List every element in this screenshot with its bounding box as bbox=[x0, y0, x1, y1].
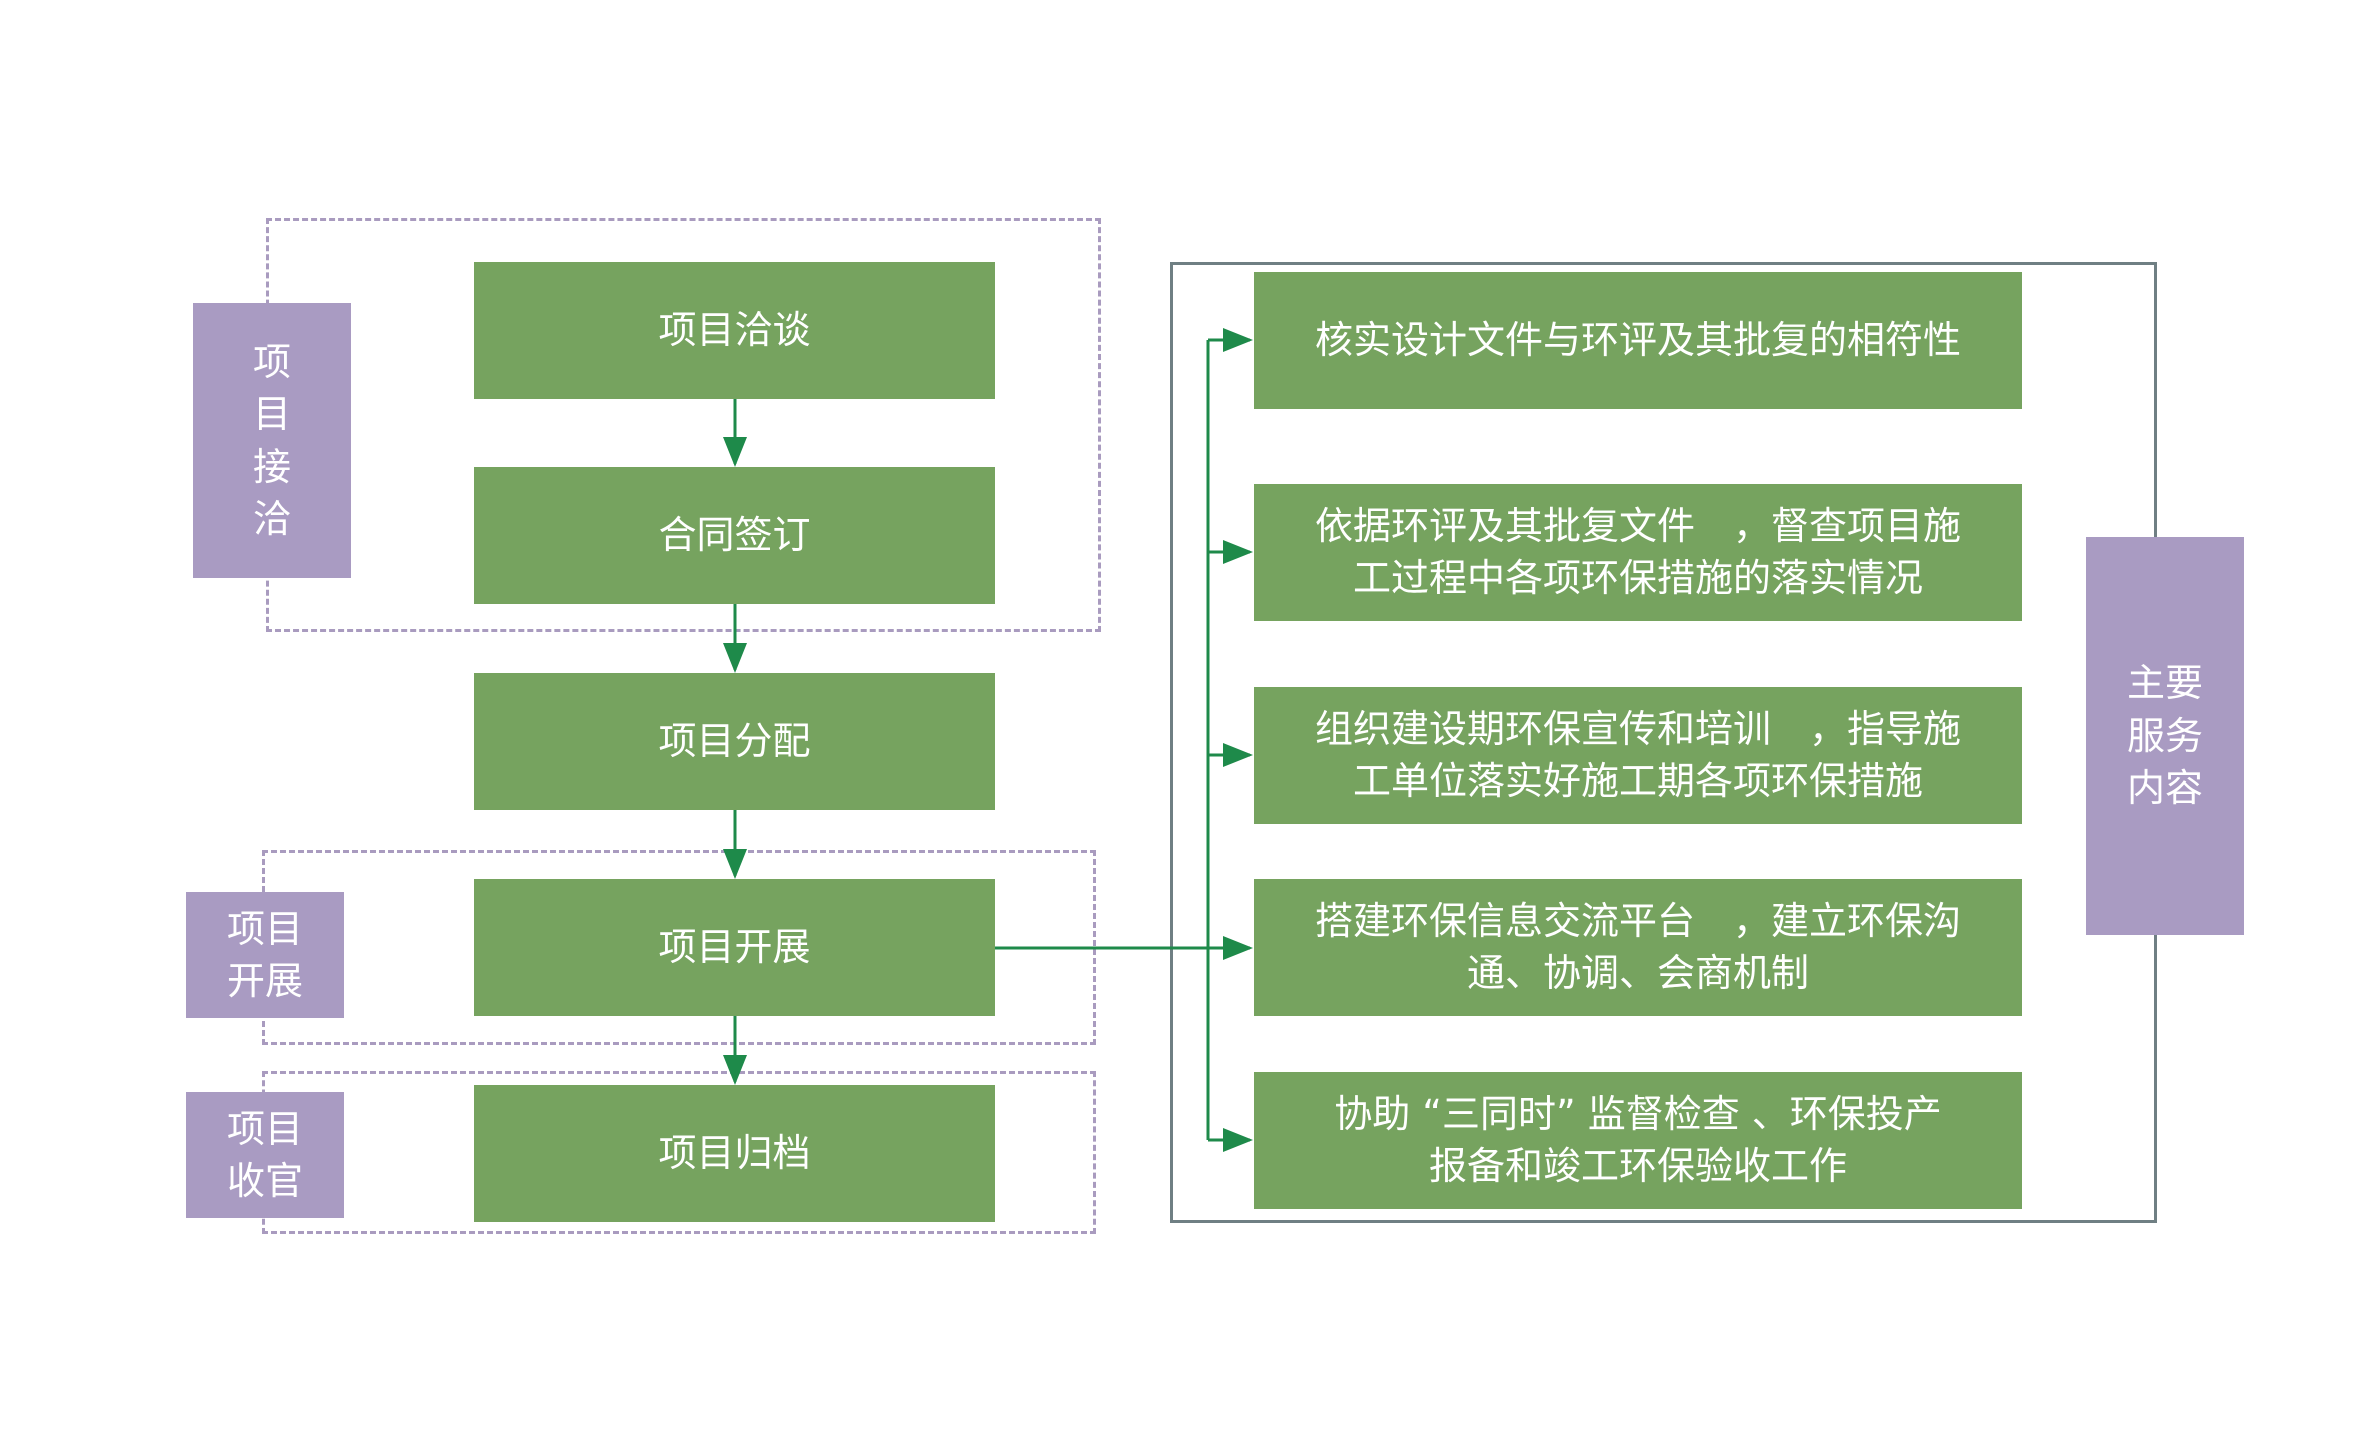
service-item-2: 依据环评及其批复文件 ，督查项目施 工过程中各项环保措施的落实情况 bbox=[1254, 484, 2022, 621]
flow-step-label: 项目归档 bbox=[658, 1130, 811, 1175]
flow-step-label: 项目洽谈 bbox=[658, 307, 811, 352]
flow-step-label: 项目分配 bbox=[658, 718, 811, 763]
phase-label-reception: 项目接洽 bbox=[193, 303, 351, 578]
service-line: 报备和竣工环保验收工作 bbox=[1428, 1143, 1847, 1188]
flow-step-label: 合同签订 bbox=[658, 512, 811, 557]
flow-step-contract-signing: 合同签订 bbox=[474, 467, 995, 604]
phase-label-text: 项目接洽 bbox=[253, 339, 292, 541]
service-item-4: 搭建环保信息交流平台 ，建立环保沟 通、协调、会商机制 bbox=[1254, 879, 2022, 1016]
phase-label-execution: 项目开展 bbox=[186, 892, 344, 1018]
service-line: 通、协调、会商机制 bbox=[1466, 950, 1809, 995]
service-item-3: 组织建设期环保宣传和培训 ，指导施 工单位落实好施工期各项环保措施 bbox=[1254, 687, 2022, 824]
services-label: 主要服务内容 bbox=[2086, 537, 2244, 935]
service-line: 工过程中各项环保措施的落实情况 bbox=[1352, 555, 1923, 600]
phase-label-closing: 项目收官 bbox=[186, 1092, 344, 1218]
flow-step-negotiation: 项目洽谈 bbox=[474, 262, 995, 399]
phase-label-text: 项目收官 bbox=[226, 1106, 303, 1203]
service-line: 搭建环保信息交流平台 ，建立环保沟 bbox=[1314, 899, 1961, 944]
service-line: 组织建设期环保宣传和培训 ，指导施 bbox=[1314, 707, 1961, 752]
service-line: 核实设计文件与环评及其批复的相符性 bbox=[1314, 317, 1961, 362]
flow-step-execution: 项目开展 bbox=[474, 879, 995, 1016]
service-line: 协助 “三同时” 监督检查 、环保投产 bbox=[1334, 1092, 1942, 1137]
service-line: 依据环评及其批复文件 ，督查项目施 bbox=[1314, 504, 1961, 549]
phase-label-text: 项目开展 bbox=[226, 906, 303, 1003]
service-item-5: 协助 “三同时” 监督检查 、环保投产 报备和竣工环保验收工作 bbox=[1254, 1072, 2022, 1209]
service-item-1: 核实设计文件与环评及其批复的相符性 bbox=[1254, 272, 2022, 409]
flow-step-assignment: 项目分配 bbox=[474, 673, 995, 810]
service-line: 工单位落实好施工期各项环保措施 bbox=[1352, 758, 1923, 803]
flow-step-label: 项目开展 bbox=[658, 924, 811, 969]
services-label-text: 主要服务内容 bbox=[2126, 661, 2203, 811]
flow-step-archiving: 项目归档 bbox=[474, 1085, 995, 1222]
